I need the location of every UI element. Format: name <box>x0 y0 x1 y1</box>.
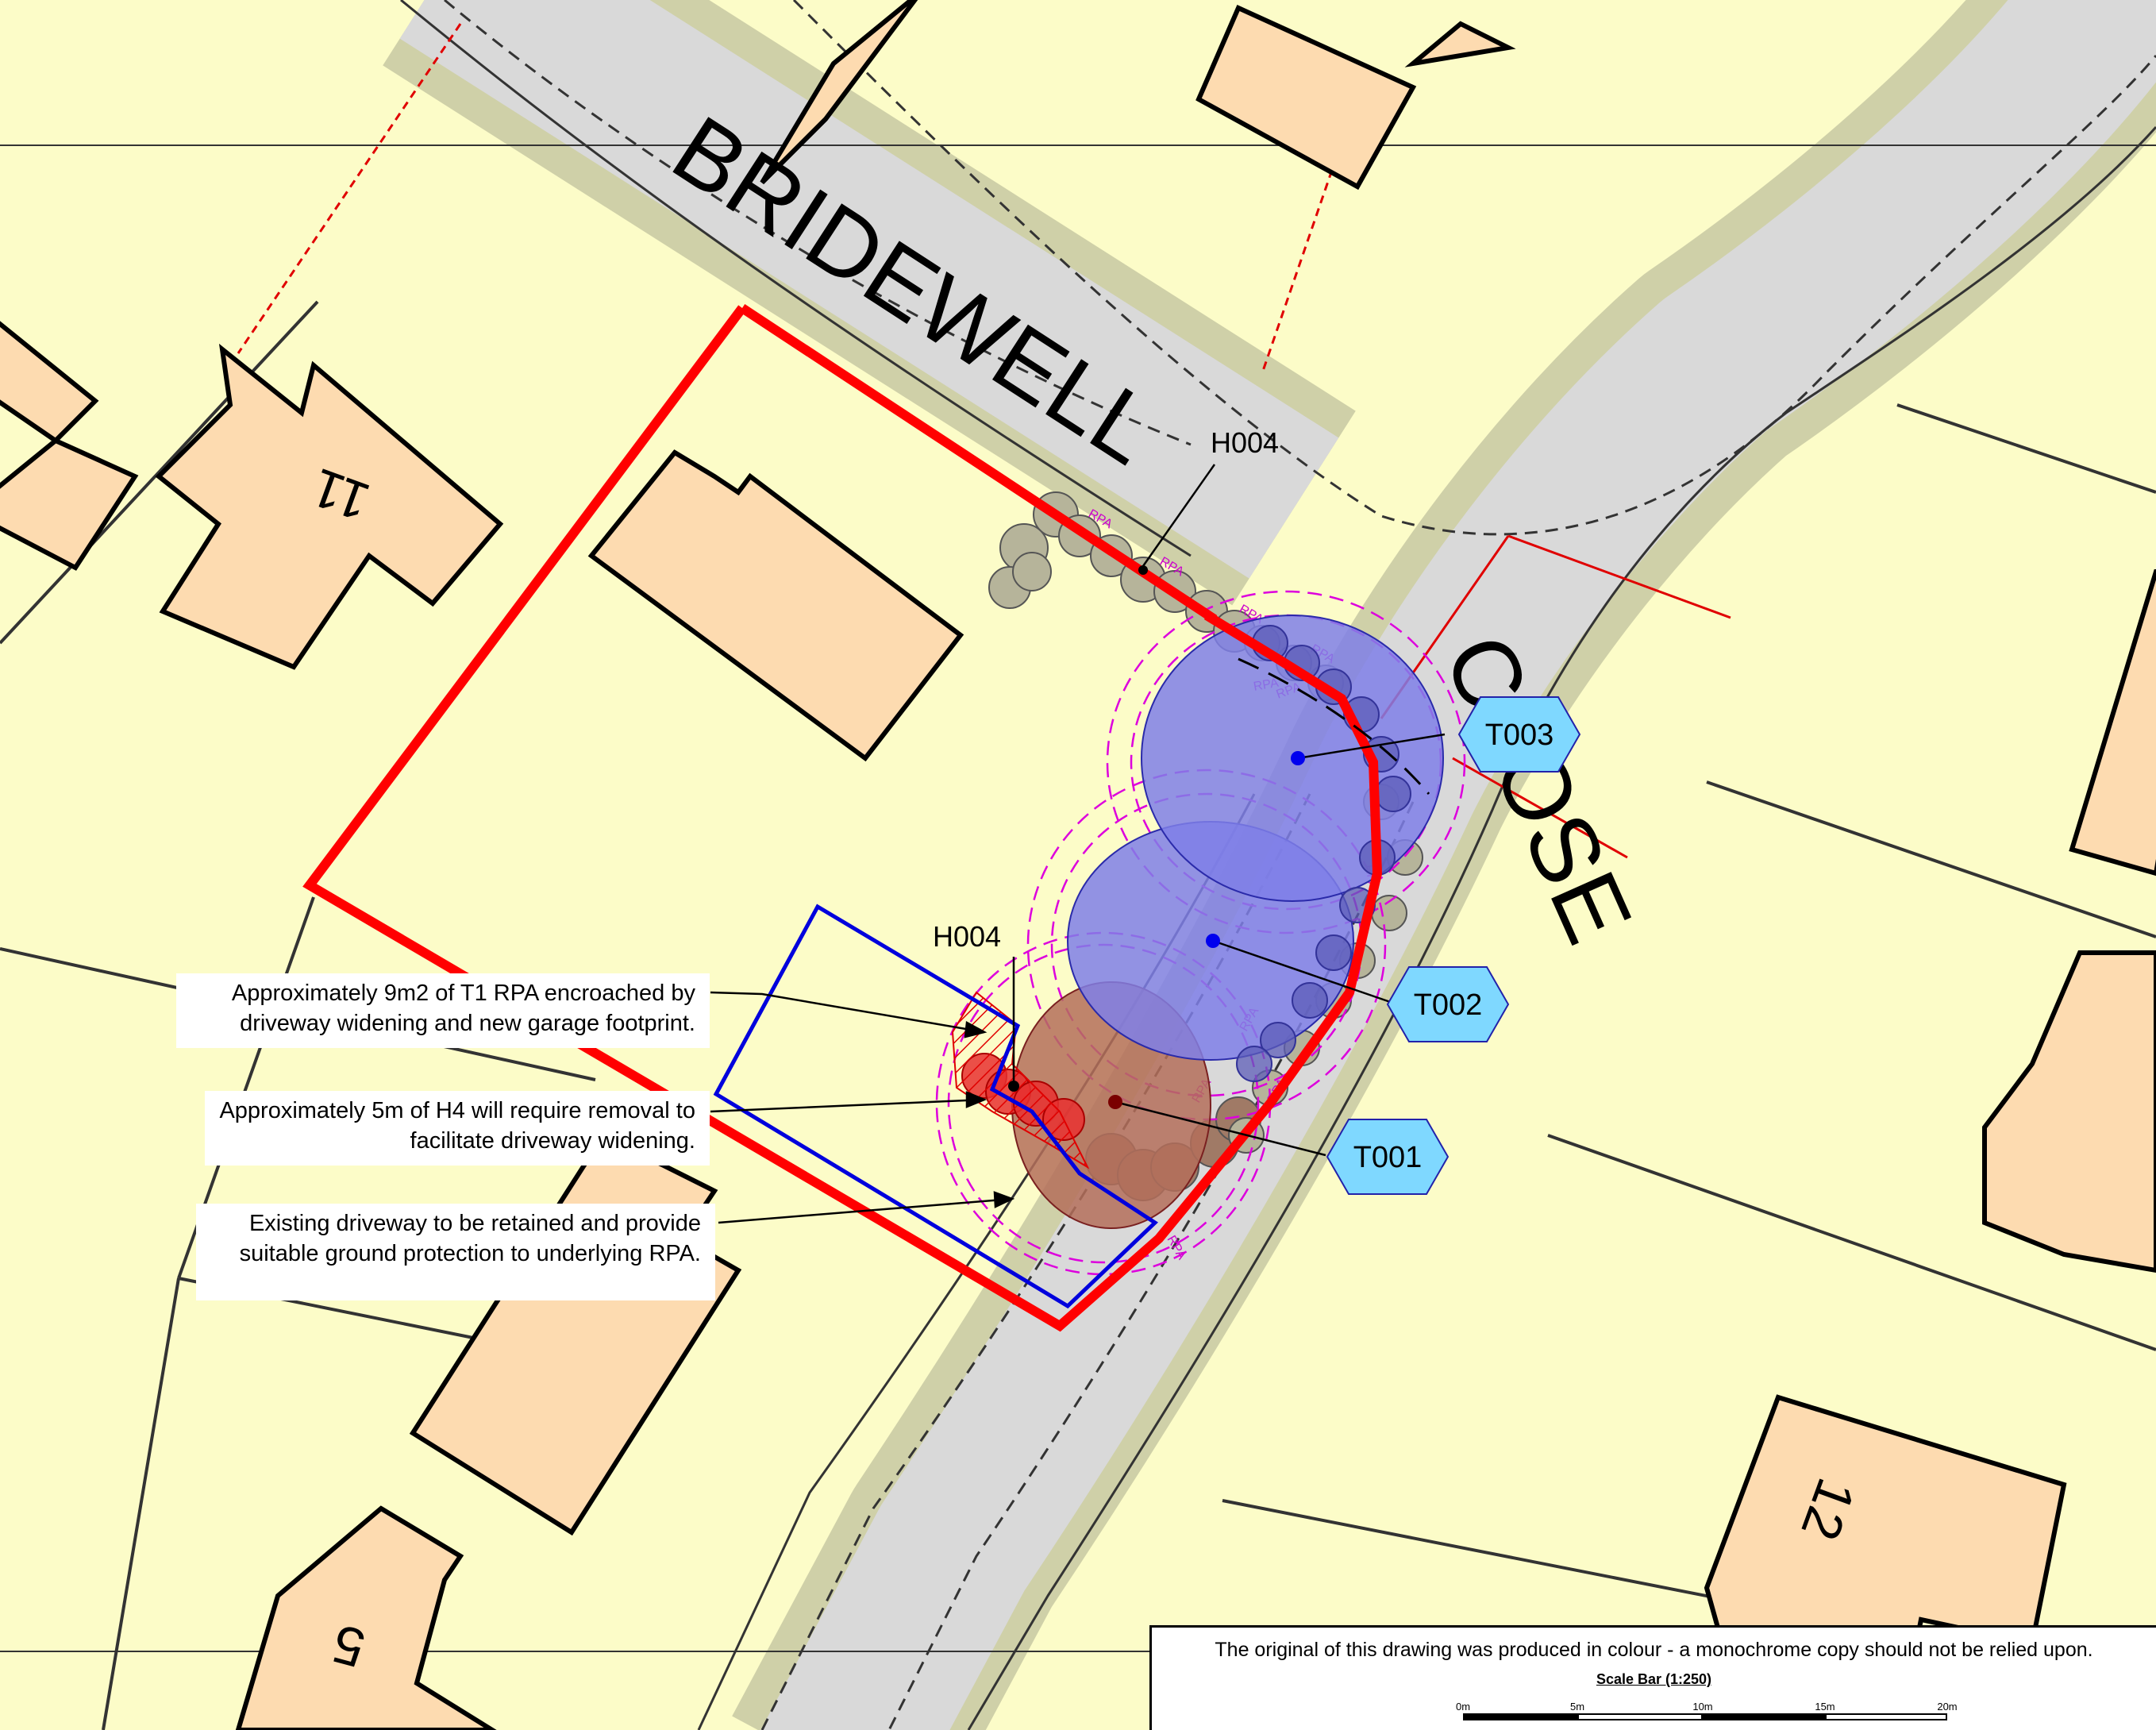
scale-tick-0: 0m <box>1455 1701 1471 1713</box>
tree-tag-t002: T002 <box>1386 966 1510 1042</box>
building <box>1195 5 1417 191</box>
close-dashed-edge <box>1238 657 1430 795</box>
building <box>1404 21 1516 67</box>
callout-driveway-retained-text: Existing driveway to be retained and pro… <box>239 1211 701 1266</box>
callout-leaders <box>710 991 1015 1224</box>
site-boundary-top <box>739 303 1218 624</box>
tree-tag-label: T001 <box>1353 1141 1423 1174</box>
site-boundary <box>302 305 1383 1332</box>
building <box>2069 569 2156 877</box>
hedge-centre-h004 <box>1138 565 1148 575</box>
scale-bar-segment <box>1577 1713 1703 1720</box>
scale-bar-segment <box>1825 1713 1947 1720</box>
building <box>587 449 964 762</box>
hedge-label-h004-lower: H004 <box>933 920 1001 953</box>
building-11 <box>155 343 504 670</box>
monochrome-note: The original of this drawing was produce… <box>1215 1639 2093 1661</box>
road-carriageway <box>399 0 2156 1730</box>
tree-tag-t003: T003 <box>1457 696 1581 773</box>
tree-leaders <box>1012 464 1446 1157</box>
scale-tick-20: 20m <box>1937 1701 1958 1713</box>
building <box>0 437 139 571</box>
callout-hedge-removal: Approximately 5m of H4 will require remo… <box>205 1091 710 1166</box>
tree-centre-t003 <box>1291 751 1305 765</box>
callout-driveway-retained: Existing driveway to be retained and pro… <box>196 1204 715 1300</box>
building <box>1982 950 2156 1273</box>
tree-tag-label: T003 <box>1485 719 1554 752</box>
scale-bar-segment <box>1703 1713 1825 1720</box>
tree-centre-t001 <box>1108 1095 1122 1109</box>
scale-bar-title: Scale Bar (1:250) <box>1596 1671 1712 1687</box>
building <box>760 0 918 185</box>
scale-tick-10: 10m <box>1692 1701 1713 1713</box>
tree-tag-t001: T001 <box>1326 1119 1450 1195</box>
hedge-centre-h004 <box>1008 1081 1019 1092</box>
building-5 <box>235 1505 497 1730</box>
hedge-label-h004-upper: H004 <box>1211 426 1279 459</box>
scale-tick-5: 5m <box>1569 1701 1585 1713</box>
callout-hedge-removal-text: Approximately 5m of H4 will require remo… <box>219 1098 695 1154</box>
tree-tag-label: T002 <box>1414 988 1483 1022</box>
drawing-caption: The original of this drawing was produce… <box>1149 1625 2156 1730</box>
scale-tick-15: 15m <box>1815 1701 1835 1713</box>
tree-centre-t002 <box>1206 934 1220 948</box>
callout-rpa-encroach-text: Approximately 9m2 of T1 RPA encroached b… <box>231 981 695 1036</box>
callout-rpa-encroach: Approximately 9m2 of T1 RPA encroached b… <box>176 973 710 1048</box>
proposed-garage-footprint <box>713 904 1159 1309</box>
scale-bar-segment <box>1463 1713 1577 1720</box>
